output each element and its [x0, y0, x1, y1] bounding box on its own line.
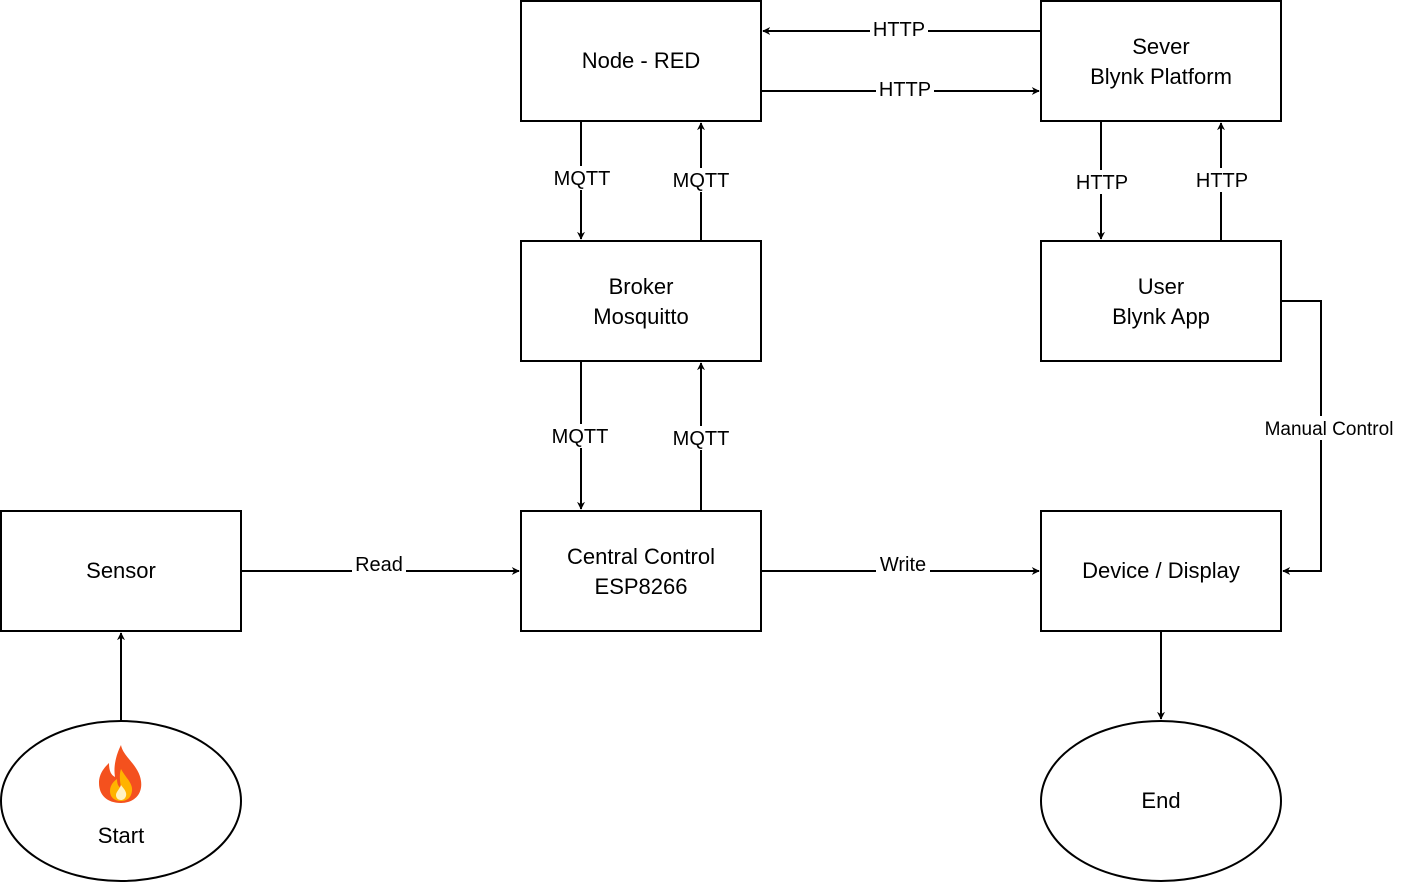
- start-label: Start: [98, 823, 144, 848]
- label-broker-to-central: MQTT: [552, 426, 609, 448]
- sensor-label: Sensor: [86, 558, 156, 583]
- label-central-to-device: Write: [880, 554, 926, 576]
- device-label: Device / Display: [1082, 558, 1240, 583]
- user-box: User Blynk App: [1040, 240, 1282, 362]
- server-label-line1: Sever: [1132, 34, 1189, 59]
- label-server-to-nodered: HTTP: [873, 19, 925, 41]
- label-user-to-server: HTTP: [1196, 170, 1248, 192]
- node-red-label: Node - RED: [582, 48, 701, 73]
- label-nodered-to-broker: MQTT: [554, 168, 611, 190]
- sensor-box: Sensor: [0, 510, 242, 632]
- label-broker-to-nodered: MQTT: [673, 170, 730, 192]
- central-box: Central Control ESP8266: [520, 510, 762, 632]
- central-label-line1: Central Control: [567, 544, 715, 569]
- end-node: End: [1040, 720, 1282, 882]
- server-label-line2: Blynk Platform: [1090, 64, 1232, 89]
- label-sensor-to-central: Read: [355, 554, 403, 576]
- label-nodered-to-server: HTTP: [879, 79, 931, 101]
- start-node: Start: [0, 720, 242, 882]
- user-label-line1: User: [1138, 274, 1184, 299]
- fire-icon: [99, 745, 142, 803]
- node-red-box: Node - RED: [520, 0, 762, 122]
- broker-label-line2: Mosquitto: [593, 304, 688, 329]
- end-label: End: [1141, 788, 1180, 813]
- server-box: Sever Blynk Platform: [1040, 0, 1282, 122]
- broker-box: Broker Mosquitto: [520, 240, 762, 362]
- label-server-to-user: HTTP: [1076, 172, 1128, 194]
- central-label-line2: ESP8266: [595, 574, 688, 599]
- user-label-line2: Blynk App: [1112, 304, 1210, 329]
- label-central-to-broker: MQTT: [673, 428, 730, 450]
- edge-labels: HTTP HTTP MQTT MQTT MQTT MQTT HTTP HTTP …: [352, 18, 1403, 576]
- label-user-to-device: Manual Control: [1265, 419, 1394, 440]
- device-box: Device / Display: [1040, 510, 1282, 632]
- broker-label-line1: Broker: [609, 274, 674, 299]
